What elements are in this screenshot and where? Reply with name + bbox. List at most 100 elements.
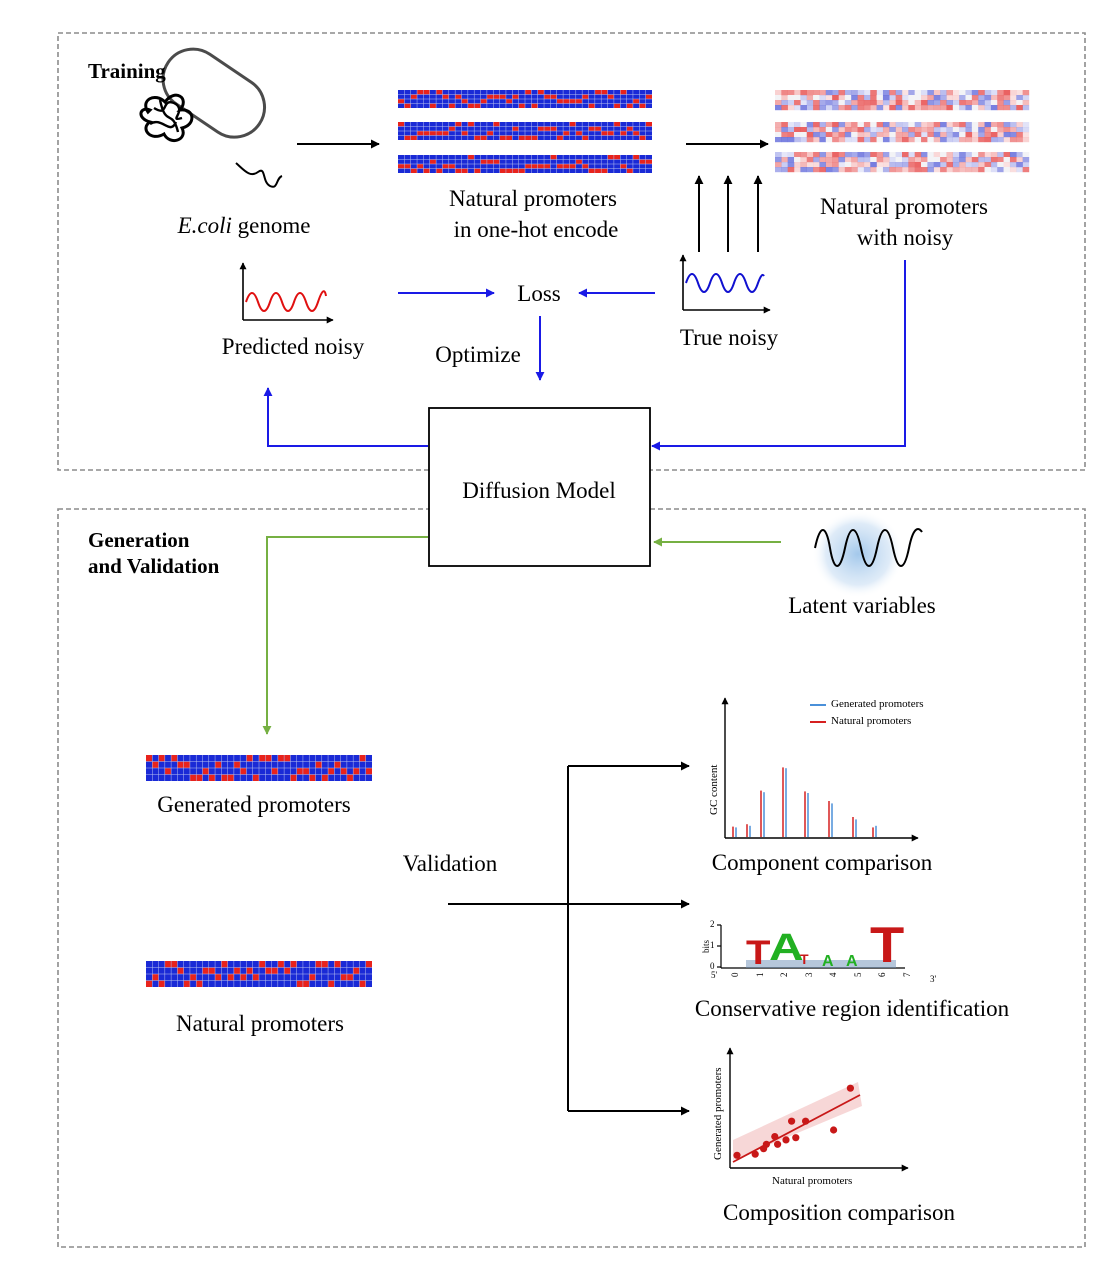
scatter-point (751, 1150, 759, 1158)
noisy-cell (1009, 162, 1017, 168)
noisy-cell (965, 127, 973, 133)
onehot-cell (171, 755, 178, 762)
noisy-cell (997, 152, 1004, 158)
logo-xtick: 6 (877, 972, 887, 978)
noisy-cell (1003, 132, 1011, 138)
noisy-cell (902, 122, 909, 128)
noisy-cell (844, 132, 852, 138)
onehot-cell (575, 131, 583, 136)
noisy-cell (959, 167, 966, 173)
onehot-cell (429, 131, 437, 136)
onehot-cell (404, 103, 411, 108)
noisy-cell (813, 152, 820, 158)
onehot-cell (620, 90, 627, 95)
noisy-cell (908, 137, 915, 143)
onehot-cell (171, 961, 178, 968)
onehot-cell (613, 155, 621, 160)
noisy-cell (857, 132, 865, 138)
noisy-cell (889, 95, 896, 101)
onehot-cell (309, 774, 316, 781)
noisy-cell (990, 90, 998, 96)
noisy-cell (1016, 157, 1023, 163)
noisy-cell (978, 105, 985, 111)
noisy-cell (990, 162, 998, 168)
onehot-cell (423, 131, 430, 136)
noisy-cell (889, 157, 896, 163)
onehot-cell (461, 99, 468, 104)
noisy-cell (933, 132, 941, 138)
latent-glow (812, 510, 904, 598)
noisy-cell (1016, 162, 1023, 168)
onehot-cell (645, 122, 652, 127)
onehot-cell (493, 159, 500, 164)
scatter-point (762, 1140, 771, 1148)
section-title-generation-line2: and Validation (88, 554, 220, 579)
noisy-cell (1003, 95, 1011, 101)
onehot-cell (455, 122, 462, 127)
onehot-cell (365, 768, 372, 775)
onehot-cell (196, 980, 203, 987)
logo-xtick: 4 (828, 972, 838, 978)
noisy-cell (794, 157, 801, 163)
noisy-cell (1016, 95, 1023, 101)
onehot-cell (480, 159, 487, 164)
noisy-cell (870, 100, 877, 106)
noisy-cell (1016, 90, 1023, 96)
noisy-cell (857, 167, 865, 173)
onehot-cell (436, 168, 443, 173)
noisy-cell (921, 162, 928, 168)
noisy-cell (895, 95, 903, 101)
diffusion-model-label: Diffusion Model (462, 478, 616, 503)
noisy-cell (978, 100, 985, 106)
noisy-cell (800, 122, 807, 128)
noisy-cell (1022, 95, 1030, 101)
noisy-cell (775, 100, 782, 106)
onehot-cell (202, 768, 209, 775)
onehot-cell (544, 126, 551, 131)
onehot-cell (569, 122, 576, 127)
onehot-cell (302, 980, 310, 987)
generated-promoters-grid (146, 755, 372, 781)
noisy-cell (927, 100, 934, 106)
noisy-cell (825, 157, 833, 163)
noisy-cell (921, 167, 928, 173)
noisy-cell (794, 100, 801, 106)
noisy-cell (895, 137, 903, 143)
onehot-cell (512, 168, 519, 173)
noisy-cell (997, 137, 1004, 143)
noisy-cell (908, 95, 915, 101)
ecoli-cell-icon (139, 47, 283, 188)
noisy-cell (863, 105, 871, 111)
noisy-grid-bottom (775, 152, 1030, 173)
legend-natural: Natural promoters (831, 715, 912, 727)
noisy-cell (787, 137, 795, 143)
onehot-cell (645, 159, 652, 164)
onehot-cell (632, 99, 640, 104)
noisy-cell (965, 90, 973, 96)
noisy-cell (895, 90, 903, 96)
noisy-cell (882, 167, 890, 173)
noisy-cell (870, 157, 877, 163)
onehot-cell (594, 90, 602, 95)
noisy-cell (794, 132, 801, 138)
noisy-cell (876, 167, 884, 173)
noisy-cell (965, 167, 973, 173)
noisy-cell (787, 157, 795, 163)
noisy-cell (990, 105, 998, 111)
noisy-cell (971, 105, 979, 111)
noisy-cell (876, 90, 884, 96)
noisy-cell (1003, 137, 1011, 143)
noisy-cell (819, 157, 826, 163)
onehot-cell (613, 103, 621, 108)
noisy-cell (895, 127, 903, 133)
noisy-cell (851, 122, 858, 128)
noisy-cell (857, 127, 865, 133)
noisy-cell (952, 127, 960, 133)
noisy-cell (794, 127, 801, 133)
noisy-cell (895, 132, 903, 138)
noisy-cell (775, 132, 782, 138)
noisy-cell (933, 137, 941, 143)
logo-letter-4: A (822, 953, 834, 970)
noisy-cell (775, 157, 782, 163)
noisy-cell (990, 100, 998, 106)
